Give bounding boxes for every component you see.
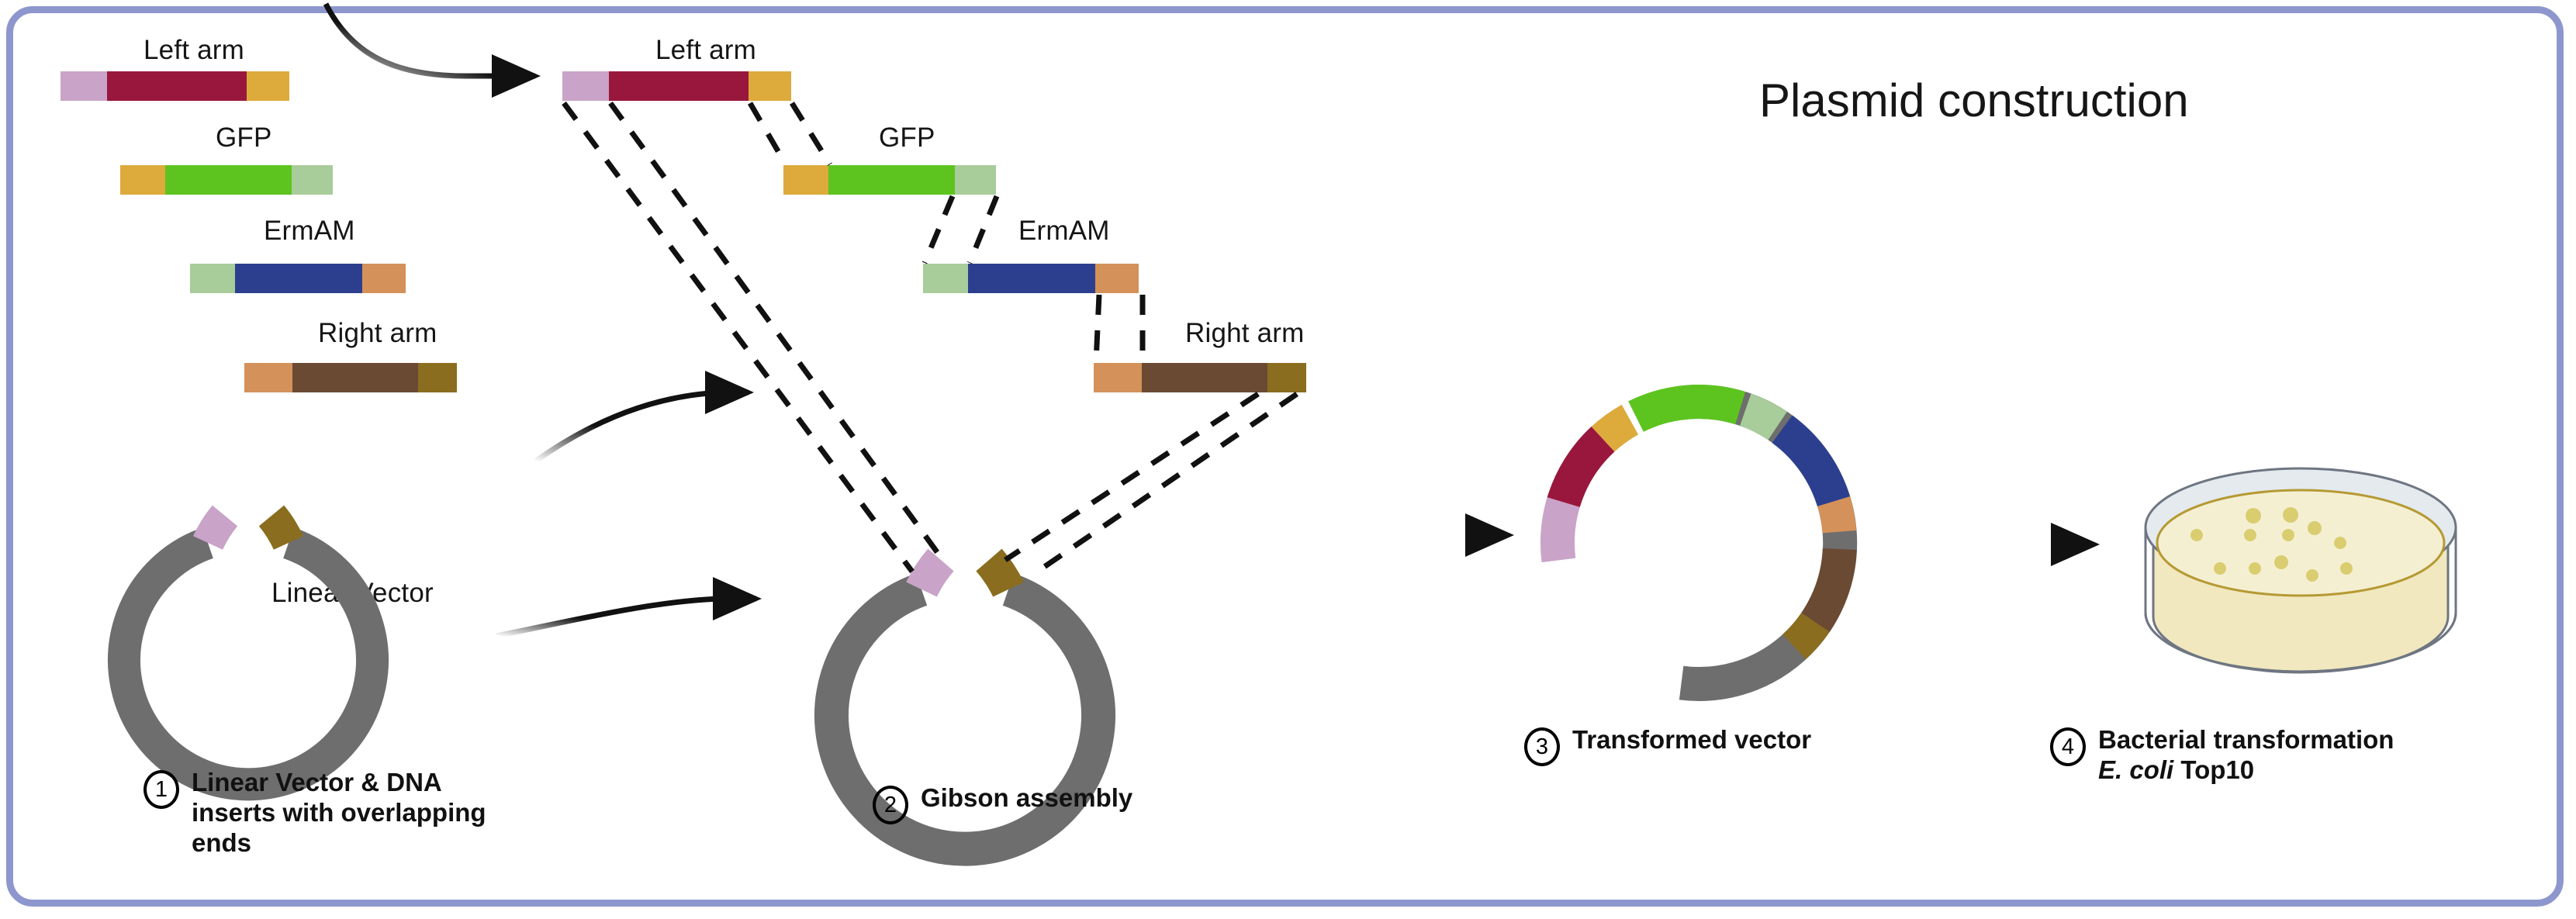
segment-overlap-left: [244, 363, 292, 392]
segment-body: [165, 165, 292, 195]
assembly-bar-right-arm: [1094, 363, 1306, 392]
bar-label-gfp: GFP: [216, 123, 272, 153]
step-line: Transformed vector: [1572, 725, 1812, 754]
bar-label-right-arm: Right arm: [318, 318, 437, 348]
assembly-label-gfp: GFP: [879, 123, 935, 153]
segment-overlap-left: [783, 165, 828, 195]
fragment-bar-right-arm: [244, 363, 457, 392]
species-name: E. coli: [2098, 755, 2174, 784]
fragment-bar-gfp: [120, 165, 333, 195]
segment-body: [235, 264, 362, 293]
page-title: Plasmid construction: [1759, 74, 2189, 126]
segment-overlap-right: [292, 165, 333, 195]
assembly-label-ermam: ErmAM: [1018, 216, 1110, 246]
segment-overlap-left: [923, 264, 968, 293]
segment-body: [968, 264, 1095, 293]
segment-overlap-right: [418, 363, 457, 392]
segment-overlap-left: [562, 71, 609, 101]
segment-overlap-left: [190, 264, 235, 293]
segment-overlap-left: [1094, 363, 1142, 392]
step-number-2: 2: [873, 786, 908, 824]
step-line: inserts with overlapping: [192, 797, 486, 827]
segment-overlap-right: [1267, 363, 1306, 392]
step-text-4: Bacterial transformation E. coli Top10: [2098, 725, 2394, 786]
segment-body: [828, 165, 955, 195]
bar-label-left-arm: Left arm: [143, 35, 244, 65]
assembly-label-left-arm: Left arm: [655, 35, 756, 65]
strain-name: Top10: [2173, 755, 2255, 784]
step-line-italic: E. coli Top10: [2098, 755, 2394, 786]
assembly-label-right-arm: Right arm: [1185, 318, 1305, 348]
step-text-3: Transformed vector: [1572, 725, 1811, 755]
segment-overlap-right: [749, 71, 791, 101]
step-line: Gibson assembly: [921, 783, 1133, 812]
step-number-1: 1: [143, 770, 179, 809]
step-caption-2: 2 Gibson assembly: [873, 783, 1132, 824]
step-number-3: 3: [1524, 727, 1560, 766]
segment-body: [609, 71, 749, 101]
step-line: Linear Vector & DNA: [192, 768, 442, 796]
segment-overlap-right: [362, 264, 406, 293]
step-caption-3: 3 Transformed vector: [1524, 725, 1811, 766]
step-number-4: 4: [2050, 727, 2086, 766]
segment-overlap-right: [1095, 264, 1139, 293]
step-text-1: Linear Vector & DNA inserts with overlap…: [192, 768, 486, 859]
segment-overlap-left: [120, 165, 165, 195]
fragment-bar-left-arm: [61, 71, 289, 101]
assembly-bar-ermam: [923, 264, 1139, 293]
segment-overlap-left: [61, 71, 107, 101]
segment-overlap-right: [955, 165, 996, 195]
segment-body: [292, 363, 418, 392]
assembly-bar-left-arm: [562, 71, 791, 101]
segment-body: [107, 71, 247, 101]
step-text-2: Gibson assembly: [921, 783, 1132, 814]
segment-overlap-right: [247, 71, 289, 101]
step-caption-4: 4 Bacterial transformation E. coli Top10: [2050, 725, 2394, 786]
step-line: Bacterial transformation: [2098, 725, 2394, 754]
segment-body: [1142, 363, 1267, 392]
assembly-bar-gfp: [783, 165, 996, 195]
bar-label-ermam: ErmAM: [264, 216, 355, 246]
step-line: ends: [192, 827, 252, 857]
linear-vector-label: Linear Vector: [271, 578, 434, 608]
step-caption-1: 1 Linear Vector & DNA inserts with overl…: [143, 768, 547, 859]
fragment-bar-ermam: [190, 264, 406, 293]
